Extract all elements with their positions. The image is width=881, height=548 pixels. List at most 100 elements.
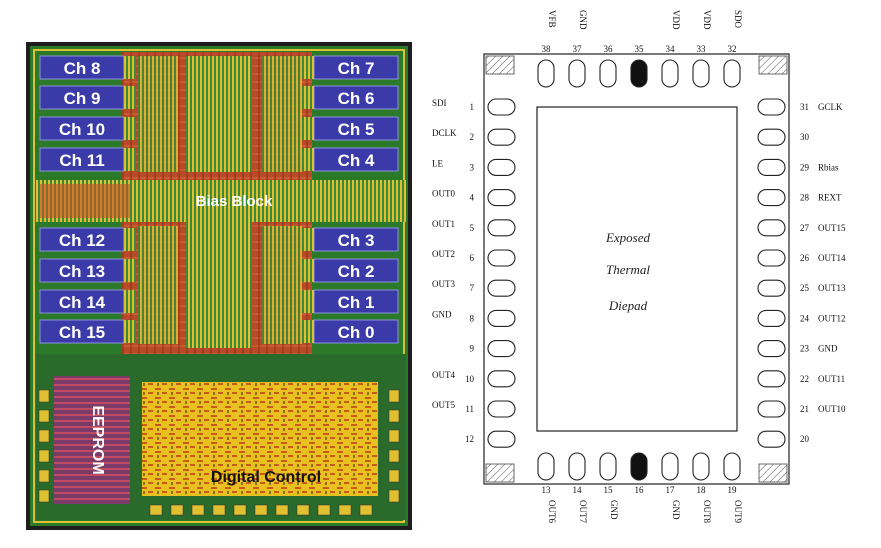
channel-label: Ch 11 bbox=[59, 151, 104, 170]
pin-pad bbox=[757, 430, 786, 448]
channel-driver-strip bbox=[302, 320, 314, 343]
channel-block-ch9: Ch 9 bbox=[39, 85, 136, 110]
pin-36: 36 bbox=[599, 44, 617, 88]
pin-label: LE bbox=[432, 158, 443, 168]
die-bond-pad bbox=[38, 489, 50, 503]
pin-pad bbox=[487, 128, 516, 146]
pin-label: OUT0 bbox=[432, 189, 455, 199]
channel-driver-strip bbox=[302, 228, 314, 251]
pin-number: 36 bbox=[604, 44, 614, 54]
channel-label: Ch 9 bbox=[64, 89, 101, 108]
pin-20: 20 bbox=[757, 430, 810, 448]
pin-number: 5 bbox=[470, 223, 475, 233]
pin-label: DCLK bbox=[432, 128, 457, 138]
channel-label: Ch 12 bbox=[59, 231, 105, 250]
die-bond-pad bbox=[38, 449, 50, 463]
pin-label: VDD bbox=[671, 10, 681, 30]
corner-br bbox=[758, 463, 788, 483]
pin-pad bbox=[757, 370, 786, 388]
channel-driver-strip bbox=[124, 117, 136, 140]
digital-control-block bbox=[142, 382, 378, 496]
pad-ring bbox=[33, 49, 405, 523]
channel-block-ch0: Ch 0 bbox=[302, 319, 399, 344]
pin-pad bbox=[487, 279, 516, 297]
channel-block-ch12: Ch 12 bbox=[39, 227, 136, 252]
die-layout: Bias Block EEPROM Digital Control Ch 8Ch… bbox=[26, 42, 412, 530]
pin-pad bbox=[757, 98, 786, 116]
pin-label: REXT bbox=[818, 193, 842, 203]
left-pins: 1SDI2DCLK3LE4OUT05OUT16OUT27OUT38GND910O… bbox=[432, 98, 516, 448]
pin-label: GCLK bbox=[818, 102, 843, 112]
pin-pad bbox=[487, 189, 516, 207]
pin-pad bbox=[630, 452, 648, 481]
bias-circuit-lower bbox=[186, 222, 252, 348]
right-channel-column: Ch 7Ch 6Ch 5Ch 4Ch 3Ch 2Ch 1Ch 0 bbox=[302, 55, 399, 344]
channel-label: Ch 10 bbox=[59, 120, 105, 139]
pin-2: 2 DCLK bbox=[432, 128, 516, 146]
pin-number: 14 bbox=[573, 485, 583, 495]
channel-driver-strip bbox=[302, 56, 314, 79]
die-bond-pad bbox=[388, 449, 400, 463]
bias-circuit-upper bbox=[186, 56, 252, 172]
corner-bl bbox=[485, 463, 515, 483]
pin-pad bbox=[487, 98, 516, 116]
pin-pad bbox=[661, 452, 679, 481]
channel-block-ch4: Ch 4 bbox=[302, 147, 399, 172]
pin-pad bbox=[487, 430, 516, 448]
pin-pad bbox=[487, 219, 516, 237]
pin-number: 3 bbox=[470, 162, 475, 172]
pin-pad bbox=[487, 158, 516, 176]
pin-number: 38 bbox=[542, 44, 552, 54]
pin-pad bbox=[537, 452, 555, 481]
die-bond-pad bbox=[388, 489, 400, 503]
die-bond-pad bbox=[191, 504, 205, 516]
pin-label: OUT3 bbox=[432, 279, 455, 289]
channel-driver-strip bbox=[124, 259, 136, 282]
die-bond-pad bbox=[338, 504, 352, 516]
pin-number: 18 bbox=[697, 485, 707, 495]
pin-number: 7 bbox=[470, 283, 475, 293]
die-bond-pad bbox=[233, 504, 247, 516]
pin-number: 2 bbox=[470, 132, 475, 142]
pin-pad bbox=[692, 59, 710, 88]
channel-driver-strip bbox=[124, 56, 136, 79]
channel-label: Ch 7 bbox=[338, 59, 375, 78]
channel-block-ch14: Ch 14 bbox=[39, 289, 136, 314]
pin-5: 5 OUT1 bbox=[432, 219, 516, 237]
pin-7: 7 OUT3 bbox=[432, 279, 516, 297]
bias-block-left-area bbox=[40, 184, 130, 218]
pin-pad bbox=[757, 158, 786, 176]
channel-driver-strip bbox=[302, 148, 314, 171]
pin-9: 9 bbox=[470, 340, 516, 358]
pin-number: 13 bbox=[542, 485, 552, 495]
die-bond-pad bbox=[38, 389, 50, 403]
pin-label: OUT5 bbox=[432, 400, 455, 410]
pin-pad bbox=[757, 340, 786, 358]
pin-pad bbox=[568, 59, 586, 88]
pin-number: 9 bbox=[470, 344, 475, 354]
pin-label: VFB bbox=[547, 10, 557, 28]
pin-label: OUT1 bbox=[432, 219, 455, 229]
pin-label: GND bbox=[432, 309, 452, 319]
die-bond-pad bbox=[359, 504, 373, 516]
left-driver-column bbox=[138, 56, 178, 172]
channel-block-ch10: Ch 10 bbox=[39, 116, 136, 141]
pin-label: GND bbox=[578, 10, 588, 30]
pin-pad bbox=[757, 400, 786, 418]
channel-block-ch7: Ch 7 bbox=[302, 55, 399, 80]
channel-block-ch11: Ch 11 bbox=[39, 147, 136, 172]
